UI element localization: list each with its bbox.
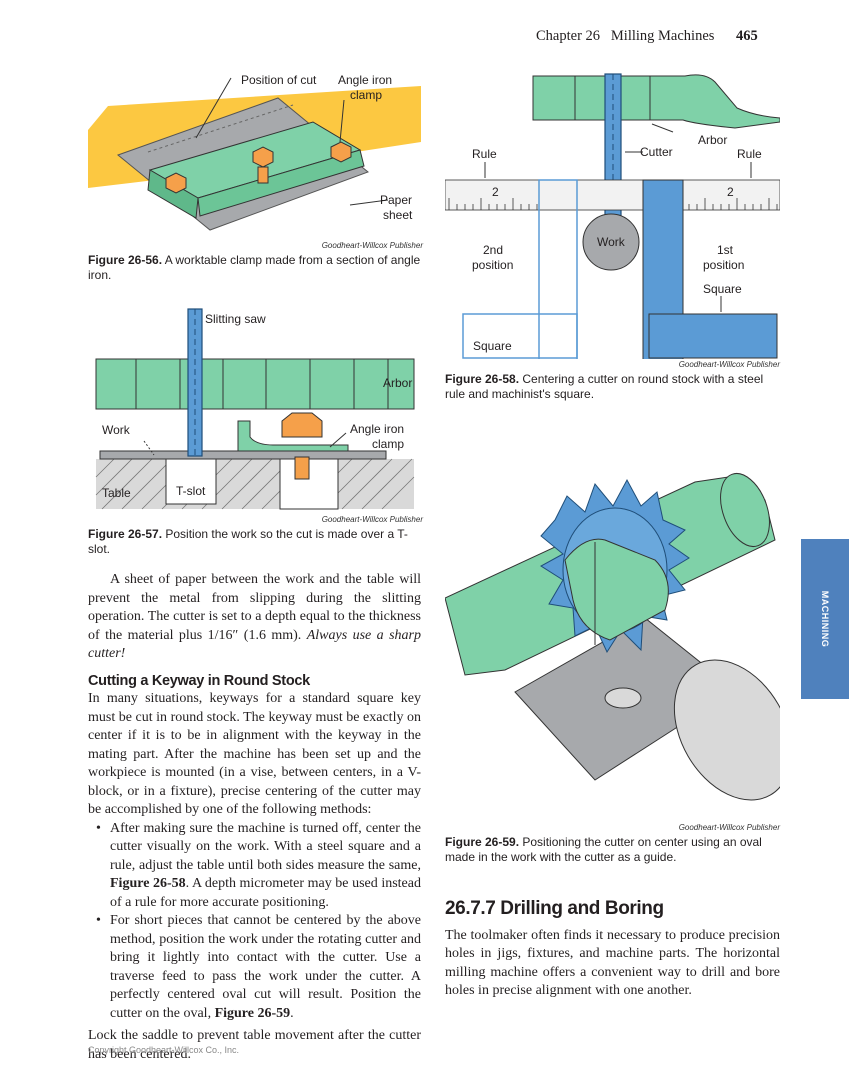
label-clamp: clamp [372, 437, 404, 451]
label-rule-left: Rule [472, 147, 497, 161]
paragraph: A sheet of paper between the work and th… [88, 571, 421, 664]
left-column-text: A sheet of paper between the work and th… [88, 571, 421, 1064]
label-tslot: T-slot [176, 484, 206, 498]
running-header: Chapter 26 Milling Machines 465 [536, 28, 758, 45]
right-column-text: 26.7.7 Drilling and Boring The toolmaker… [445, 898, 780, 1001]
caption-text: Positioning the cutter on center using a… [445, 835, 762, 864]
copyright-footer: Copyright Goodheart-Willcox Co., Inc. [88, 1045, 240, 1055]
label-arbor: Arbor [698, 133, 727, 147]
emphasis-text: Always use a sharp cutter! [88, 627, 421, 662]
label-2nd-position: position [472, 258, 513, 272]
publisher-credit: Goodheart-Willcox Publisher [321, 241, 423, 250]
figure-26-56: Position of cut Angle iron clamp Paper s… [88, 70, 423, 283]
page-number: 465 [736, 28, 758, 44]
tick-label-right: 2 [727, 185, 734, 199]
figure-ref: Figure 26-59 [214, 1005, 291, 1021]
caption-number: Figure 26-56. [88, 253, 163, 267]
caption-number: Figure 26-59. [445, 835, 520, 849]
methods-list: After making sure the machine is turned … [88, 820, 421, 1024]
label-sheet: sheet [383, 208, 413, 222]
list-item: For short pieces that cannot be centered… [88, 912, 421, 1023]
label-rule-right: Rule [737, 147, 762, 161]
side-tab-label: MACHINING [820, 590, 830, 648]
keyway-heading: Cutting a Keyway in Round Stock [88, 672, 310, 689]
figure-caption: Figure 26-56. A worktable clamp made fro… [88, 253, 423, 283]
figure-26-59: Goodheart-Willcox Publisher Figure 26-59… [445, 440, 780, 865]
label-work: Work [102, 423, 131, 437]
label-1st-position: position [703, 258, 744, 272]
publisher-credit: Goodheart-Willcox Publisher [678, 823, 780, 832]
caption-number: Figure 26-58. [445, 372, 520, 386]
paragraph: The toolmaker often finds it necessary t… [445, 927, 780, 999]
figure-26-57: Slitting saw Arbor Work Angle iron clamp… [88, 307, 423, 557]
paragraph: In many situations, keyways for a standa… [88, 691, 421, 817]
label-position-of-cut: Position of cut [241, 73, 317, 87]
oval-positioning-illustration [445, 473, 780, 801]
paragraph-text: A sheet of paper between the work and th… [88, 572, 421, 643]
label-paper: Paper [380, 193, 412, 207]
publisher-credit: Goodheart-Willcox Publisher [678, 360, 780, 369]
label-arbor: Arbor [383, 376, 412, 390]
caption-number: Figure 26-57. [88, 527, 163, 541]
figure-26-58: Arbor Rule Cutter Rule 2 2 2nd position … [445, 72, 780, 402]
label-table: Table [102, 486, 131, 500]
caption-text: Centering a cutter on round stock with a… [445, 372, 764, 401]
worktable-clamp-illustration: Position of cut Angle iron clamp Paper s… [88, 73, 421, 231]
label-angle-iron: Angle iron [350, 422, 404, 436]
section-side-tab: MACHINING [801, 539, 849, 699]
figure-ref: Figure 26-58 [110, 876, 186, 891]
label-2nd: 2nd [483, 243, 503, 257]
section-heading: 26.7.7 Drilling and Boring [445, 898, 664, 919]
label-cutter: Cutter [640, 145, 673, 159]
slitting-setup-illustration: Slitting saw Arbor Work Angle iron clamp… [95, 308, 415, 510]
figure-caption: Figure 26-57. Position the work so the c… [88, 527, 423, 557]
chapter-title: Milling Machines [610, 28, 715, 44]
label-angle-iron: Angle iron [338, 73, 392, 87]
list-item: After making sure the machine is turned … [88, 820, 421, 913]
label-square-right: Square [703, 282, 742, 296]
figure-caption: Figure 26-59. Positioning the cutter on … [445, 835, 780, 865]
paragraph: Lock the saddle to prevent table movemen… [88, 1028, 421, 1062]
tick-label-left: 2 [492, 185, 499, 199]
chapter-label: Chapter 26 [536, 28, 601, 44]
caption-text: A worktable clamp made from a section of… [88, 253, 421, 282]
figure-caption: Figure 26-58. Centering a cutter on roun… [445, 372, 780, 402]
label-work: Work [597, 235, 626, 249]
label-slitting-saw: Slitting saw [205, 312, 266, 326]
label-square-left: Square [473, 339, 512, 353]
publisher-credit: Goodheart-Willcox Publisher [321, 515, 423, 524]
label-clamp: clamp [350, 88, 382, 102]
caption-text: Position the work so the cut is made ove… [88, 527, 408, 556]
label-1st: 1st [717, 243, 734, 257]
centering-cutter-illustration: Arbor Rule Cutter Rule 2 2 2nd position … [445, 73, 780, 359]
